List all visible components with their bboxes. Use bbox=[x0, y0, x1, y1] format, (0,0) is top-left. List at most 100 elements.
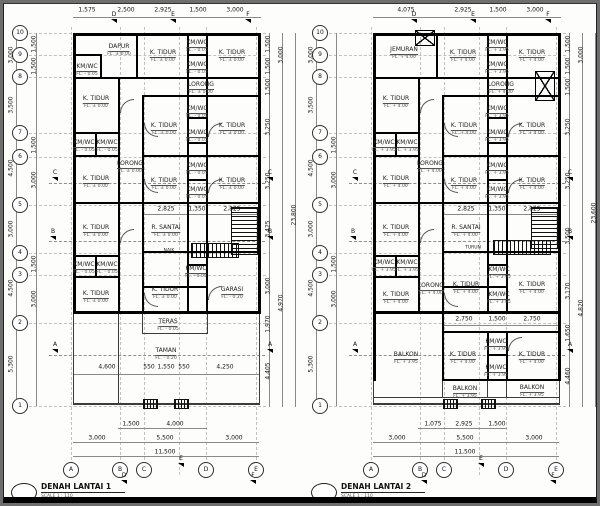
wall bbox=[258, 33, 261, 314]
grid-centerline bbox=[329, 157, 566, 158]
room-name: JEMURAN bbox=[390, 46, 418, 55]
room-name: KM/WC bbox=[373, 139, 395, 148]
dimension-line bbox=[373, 456, 559, 457]
room-name: K. TIDUR bbox=[449, 49, 477, 58]
room-level: FL. + 3.95 bbox=[484, 346, 508, 352]
door-swing-arc bbox=[420, 99, 434, 113]
room-name: KM/WC bbox=[396, 259, 418, 268]
wall bbox=[487, 117, 508, 119]
dimension-text: 1,500 bbox=[122, 420, 140, 428]
wall bbox=[487, 354, 508, 356]
section-flag: D bbox=[421, 473, 427, 484]
room-name: KM/WC bbox=[486, 105, 508, 114]
section-flag: D bbox=[111, 12, 117, 23]
wall bbox=[73, 33, 76, 314]
wall bbox=[395, 255, 397, 278]
plan-scale: SCALE 1 : 110 bbox=[41, 494, 73, 499]
room-name: K. TIDUR bbox=[82, 175, 110, 184]
stair-direction-note: NAIK bbox=[163, 248, 175, 254]
dimension-text: 3,000 bbox=[577, 46, 585, 64]
room-name: K. TIDUR bbox=[450, 122, 478, 131]
room-name: K. TIDUR bbox=[449, 351, 477, 360]
room-level: FL. + 3.95 bbox=[520, 392, 544, 398]
dimension-text: 4,250 bbox=[216, 363, 234, 371]
room-name: K. TIDUR bbox=[382, 175, 410, 184]
wall bbox=[487, 54, 508, 56]
section-flag-icon bbox=[411, 19, 417, 23]
wall bbox=[100, 54, 102, 79]
room-level: FL. + 3.95 bbox=[485, 69, 509, 75]
dimension-text: 3,000 bbox=[307, 220, 315, 238]
room-level: FL. - 0.05 bbox=[186, 69, 208, 75]
wall bbox=[373, 202, 560, 204]
door-swing-arc bbox=[508, 179, 522, 193]
section-flag-icon bbox=[178, 463, 184, 467]
room-level: FL. + 4.00 bbox=[451, 57, 475, 63]
void-x-marker bbox=[535, 71, 555, 101]
room-name: LORONG bbox=[418, 282, 444, 291]
section-flag-icon bbox=[245, 19, 251, 23]
dimension-line bbox=[282, 33, 283, 407]
gate-hatch bbox=[481, 399, 496, 409]
wall bbox=[187, 117, 208, 119]
room-name: KM/WC bbox=[486, 186, 508, 195]
section-flag-letter: B bbox=[50, 228, 56, 235]
room-level: FL. - 0.05 bbox=[185, 273, 207, 279]
section-flag-icon bbox=[478, 463, 484, 467]
section-flag-letter: D bbox=[411, 11, 417, 18]
dimension-text: 3,170 bbox=[564, 282, 572, 300]
staircase bbox=[191, 243, 239, 258]
wall bbox=[442, 95, 560, 97]
dimension-text: 1,500 bbox=[330, 136, 338, 154]
dimension-text: 4,600 bbox=[98, 363, 116, 371]
wall bbox=[442, 95, 444, 313]
room-name: KM/WC bbox=[186, 105, 208, 114]
wall bbox=[442, 251, 560, 253]
wall bbox=[187, 264, 208, 266]
section-flag: C bbox=[352, 170, 358, 181]
dimension-text: 1,500 bbox=[264, 35, 272, 53]
room-level: FL. + 3.95 bbox=[485, 137, 509, 143]
grid-centerline bbox=[29, 323, 266, 324]
section-flag-letter: F bbox=[251, 472, 255, 479]
room-name: BALKON bbox=[393, 351, 419, 360]
section-flag: D bbox=[411, 12, 417, 23]
title-circle-icon bbox=[11, 483, 37, 502]
dimension-text: 2,825 bbox=[223, 205, 241, 213]
dimension-text: 4,970 bbox=[277, 294, 285, 312]
room-level: FL. + 3.95 bbox=[372, 147, 396, 153]
room-level: FL. + 4.00 bbox=[384, 232, 408, 238]
room-level: FL. ± 0.00 bbox=[107, 51, 131, 57]
dimension-line bbox=[582, 33, 583, 407]
room-name: K. TIDUR bbox=[382, 291, 410, 300]
grid-bubble: D bbox=[198, 462, 214, 478]
section-flag-letter: B bbox=[350, 228, 356, 235]
wall bbox=[442, 331, 560, 333]
section-flag-icon bbox=[550, 480, 556, 484]
dimension-line bbox=[269, 33, 270, 407]
room-level: FL. - 0.05 bbox=[73, 269, 95, 275]
dimension-line bbox=[444, 325, 560, 326]
section-flag-icon bbox=[470, 19, 476, 23]
dimension-text: 1,350 bbox=[188, 205, 206, 213]
dimension-text: 3,000 bbox=[525, 434, 543, 442]
room-name: KM/WC bbox=[185, 265, 207, 274]
room-name: KM/WC bbox=[186, 162, 208, 171]
section-flag-icon bbox=[267, 236, 273, 240]
room-name: K. TIDUR bbox=[518, 281, 546, 290]
room-level: FL. + 4.00 bbox=[452, 130, 476, 136]
grid-bubble: 5 bbox=[312, 197, 328, 213]
gate-hatch bbox=[443, 399, 458, 409]
void-x-marker bbox=[415, 30, 435, 46]
